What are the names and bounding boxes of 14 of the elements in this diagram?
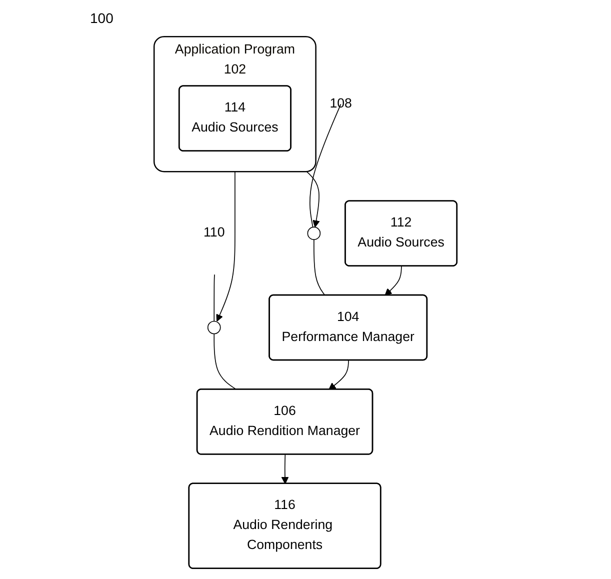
connector xyxy=(310,104,342,228)
reference-number: 100 xyxy=(90,10,114,26)
connector xyxy=(214,333,237,390)
arrow xyxy=(384,266,402,296)
node-circle xyxy=(307,226,321,240)
node-text: 110 xyxy=(203,226,225,240)
arrow xyxy=(328,360,349,390)
arrow xyxy=(281,454,289,484)
arrow xyxy=(216,171,236,322)
connector xyxy=(214,274,215,322)
node-circle xyxy=(207,320,221,334)
node-text: 108 xyxy=(330,96,352,111)
connector xyxy=(314,239,326,296)
arrow xyxy=(306,171,320,228)
